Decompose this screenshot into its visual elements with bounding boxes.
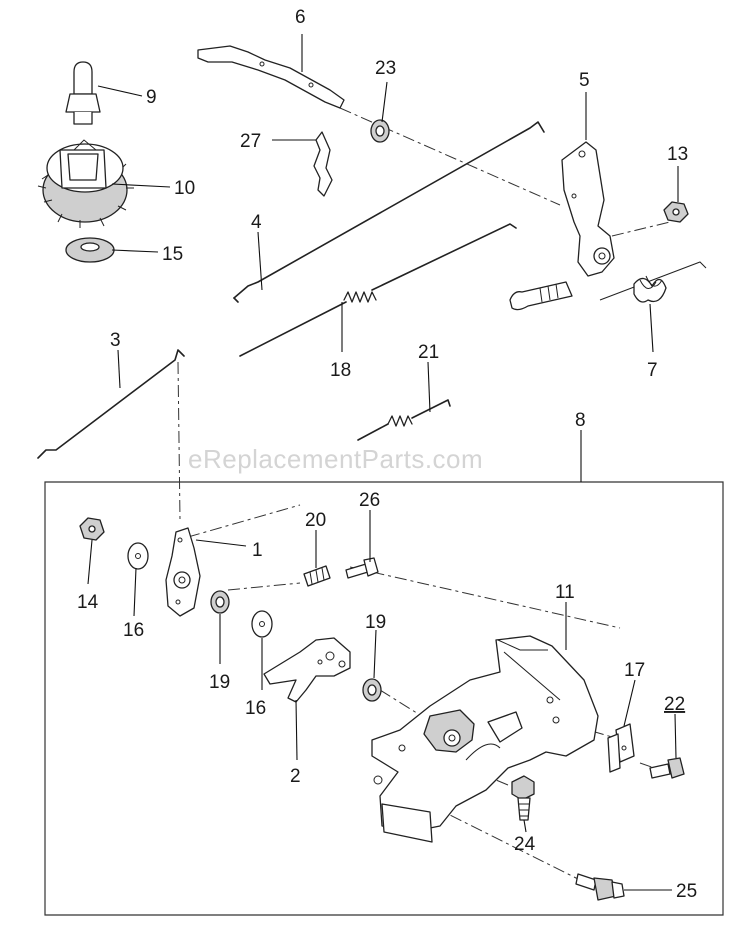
- callout-21: 21: [418, 342, 439, 363]
- callout-7: 7: [647, 360, 658, 381]
- part-1-lever: [165, 527, 201, 617]
- part-16-washer-left: [127, 542, 149, 570]
- part-4-rod: [233, 121, 545, 303]
- callout-11: 11: [555, 582, 575, 603]
- callout-26: 26: [359, 490, 380, 511]
- part-19-washer-right: [362, 678, 382, 702]
- callout-20: 20: [305, 510, 326, 531]
- part-27-clip: [313, 131, 333, 197]
- callout-8: 8: [575, 410, 586, 431]
- callout-18: 18: [330, 360, 351, 381]
- callout-6: 6: [295, 7, 306, 28]
- part-7-spring: [599, 261, 707, 303]
- part-14-nut: [79, 517, 105, 541]
- part-23-washer: [370, 119, 390, 143]
- callout-24: 24: [514, 834, 536, 855]
- part-3-rod: [37, 349, 185, 459]
- callout-23: 23: [375, 58, 396, 79]
- callout-17: 17: [624, 660, 645, 681]
- callout-16-left: 16: [123, 620, 144, 641]
- part-2-arm: [263, 637, 351, 703]
- part-5-bolt: [509, 281, 573, 311]
- part-21-spring-rod: [357, 399, 451, 441]
- part-25-bolt: [575, 873, 625, 901]
- callout-15: 15: [162, 244, 183, 265]
- callout-2: 2: [290, 766, 301, 787]
- part-20-screw: [303, 565, 331, 587]
- part-26-screw: [345, 557, 379, 579]
- callout-25: 25: [676, 881, 697, 902]
- part-10-gear: [37, 139, 134, 228]
- callout-16-right: 16: [245, 698, 266, 719]
- part-18-spring-rod: [239, 223, 517, 357]
- callout-9: 9: [146, 87, 157, 108]
- callout-labels: 6 23 5 13 9 10 15 27 4 18 21 7 3 8 1 20 …: [77, 7, 697, 902]
- callout-3: 3: [110, 330, 121, 351]
- assembly-frame: [44, 481, 724, 916]
- part-13-nut: [663, 201, 689, 223]
- callout-13: 13: [667, 144, 688, 165]
- callout-1: 1: [252, 540, 263, 561]
- callout-14: 14: [77, 592, 99, 613]
- callout-19-left: 19: [209, 672, 230, 693]
- part-17-clamp: [607, 723, 635, 773]
- part-15-washer: [65, 237, 115, 263]
- callout-5: 5: [579, 70, 590, 91]
- part-9-knob: [65, 61, 101, 125]
- callout-27: 27: [240, 131, 261, 152]
- part-16-washer-right: [251, 610, 273, 638]
- part-11-plate: [371, 635, 599, 843]
- callout-4: 4: [251, 212, 262, 233]
- part-22-screw: [649, 757, 685, 779]
- part-24-bolt: [511, 775, 535, 821]
- callout-22: 22: [664, 694, 685, 715]
- watermark-text: eReplacementParts.com: [188, 444, 483, 474]
- leader-lines: [87, 34, 679, 891]
- part-6-lever: [197, 45, 345, 109]
- part-5-bracket: [561, 141, 615, 277]
- callout-19-right: 19: [365, 612, 386, 633]
- alignment-lines: [177, 107, 671, 886]
- callout-10: 10: [174, 178, 195, 199]
- part-19-washer-left: [210, 590, 230, 614]
